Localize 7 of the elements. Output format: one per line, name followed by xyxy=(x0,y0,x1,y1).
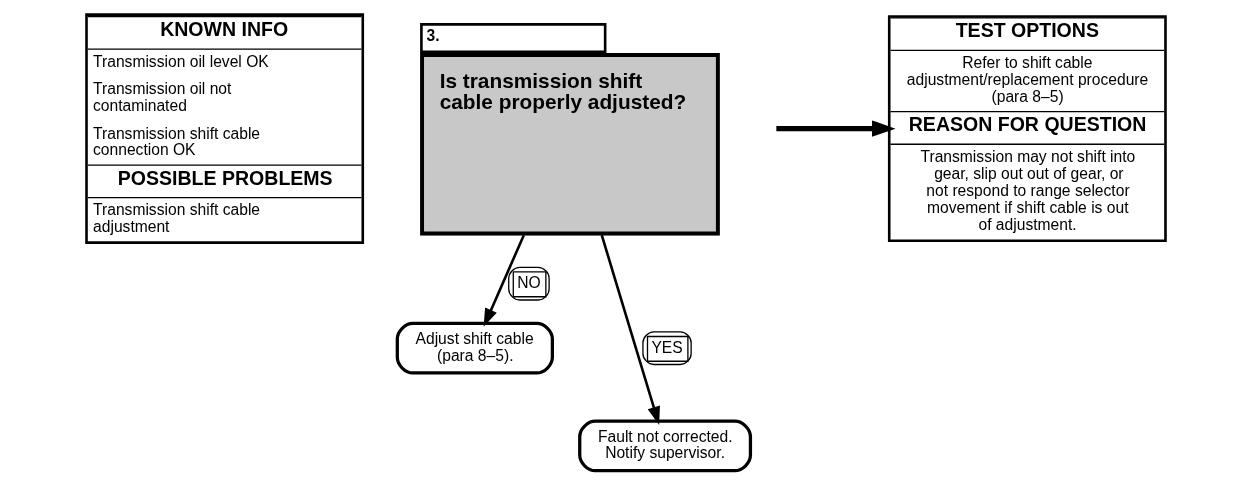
arrow xyxy=(600,234,660,425)
arrow xyxy=(483,234,525,327)
edge-label: YES xyxy=(650,338,683,356)
edge-label: NO xyxy=(516,274,541,292)
node-box: Adjust shift cable (para 8–5). xyxy=(395,321,554,375)
node-box: Fault not corrected. Notify supervisor. xyxy=(577,419,752,473)
arrow xyxy=(775,120,896,137)
